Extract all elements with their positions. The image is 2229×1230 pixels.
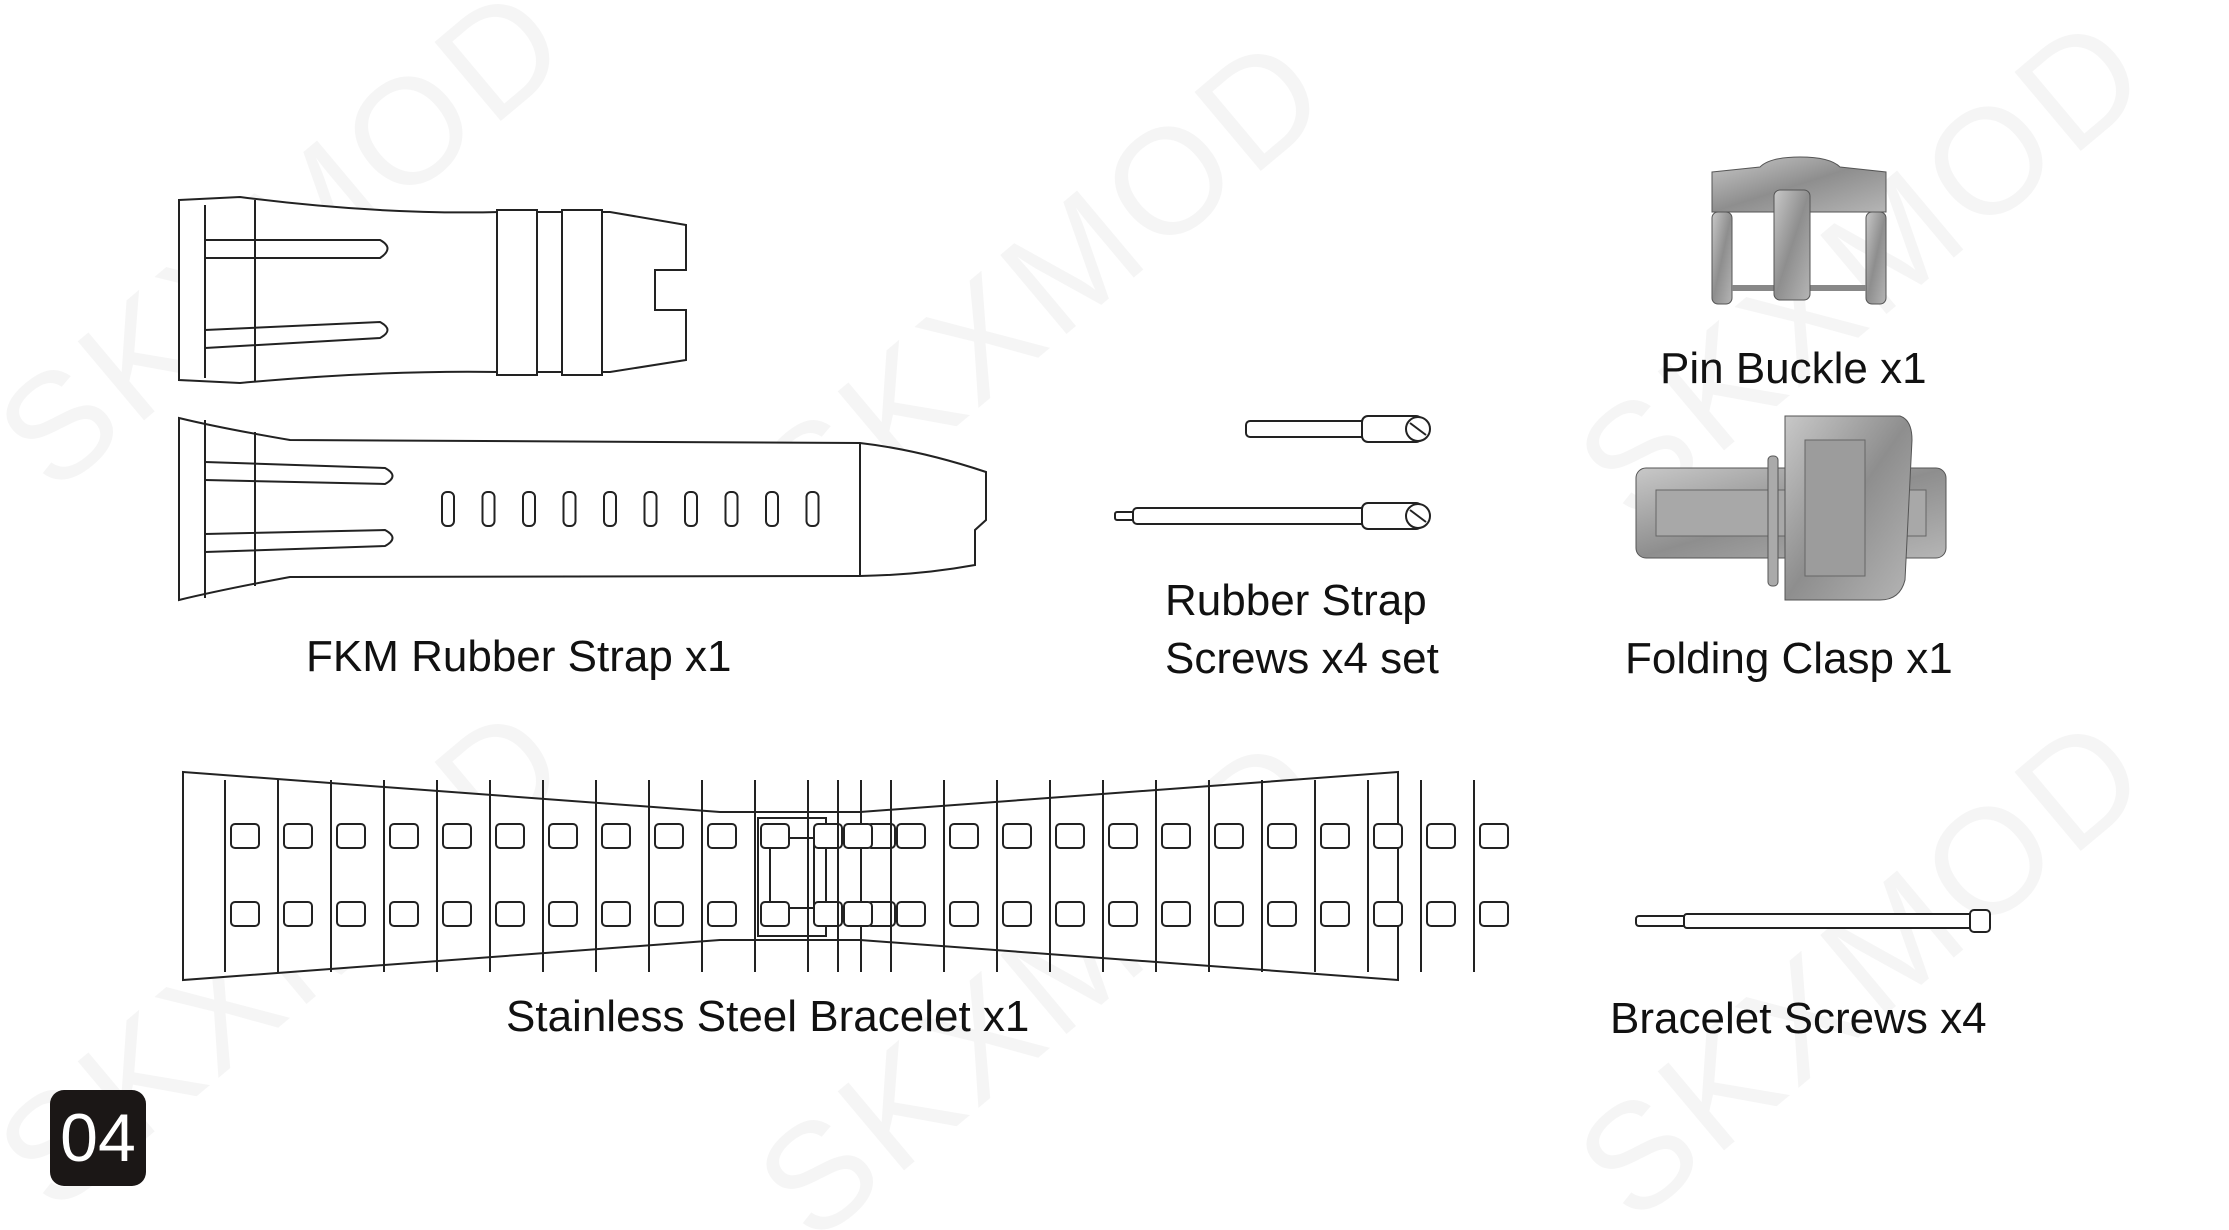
bracelet-label: Stainless Steel Bracelet x1 bbox=[506, 992, 1030, 1041]
pin-buckle-label: Pin Buckle x1 bbox=[1660, 344, 1927, 393]
rubber-strap-short-drawing bbox=[178, 195, 687, 385]
rubber-strap-screw-short-drawing bbox=[1245, 415, 1431, 443]
strap-hole bbox=[724, 491, 739, 527]
bracelet-screw-drawing bbox=[1635, 909, 1991, 933]
bracelet-link-pin bbox=[1002, 901, 1032, 927]
bracelet-link-pin bbox=[843, 901, 873, 927]
strap-hole bbox=[481, 491, 496, 527]
bracelet-link-pin bbox=[283, 823, 313, 849]
bracelet-link-pin bbox=[601, 823, 631, 849]
strap-hole bbox=[765, 491, 779, 527]
bracelet-link-pin bbox=[1161, 823, 1191, 849]
bracelet-links bbox=[224, 780, 1509, 972]
bracelet-link-pin bbox=[230, 823, 260, 849]
bracelet-link-pin bbox=[813, 901, 843, 927]
bracelet-link-pin bbox=[654, 901, 684, 927]
bracelet-link-pin bbox=[843, 823, 873, 849]
bracelet-link-pin bbox=[1161, 901, 1191, 927]
bracelet-link-pin bbox=[949, 823, 979, 849]
bracelet-link-pin bbox=[1214, 901, 1244, 927]
strap-hole bbox=[805, 491, 820, 527]
bracelet-screws-label: Bracelet Screws x4 bbox=[1610, 994, 1987, 1043]
rubber-strap-label: FKM Rubber Strap x1 bbox=[306, 632, 732, 681]
bracelet-link-pin bbox=[1426, 901, 1456, 927]
pin-buckle-image bbox=[1711, 156, 1887, 305]
bracelet-link-pin bbox=[389, 901, 419, 927]
rubber-strap-screw-long-drawing bbox=[1114, 502, 1431, 530]
strap-screws-label-line2: Screws x4 set bbox=[1165, 634, 1439, 683]
bracelet-link-pin bbox=[760, 901, 790, 927]
bracelet-link-pin bbox=[1055, 901, 1085, 927]
bracelet-link-pin bbox=[896, 901, 926, 927]
folding-clasp-image bbox=[1635, 415, 1947, 601]
strap-hole bbox=[684, 491, 698, 527]
strap-hole bbox=[603, 491, 617, 527]
strap-hole bbox=[522, 491, 536, 527]
bracelet-link-pin bbox=[654, 823, 684, 849]
strap-holes bbox=[441, 491, 820, 527]
bracelet-link-pin bbox=[1479, 901, 1509, 927]
bracelet-link-pin bbox=[707, 901, 737, 927]
bracelet-link-pin bbox=[1108, 823, 1138, 849]
bracelet-link-pin bbox=[548, 823, 578, 849]
bracelet-link-pin bbox=[949, 901, 979, 927]
bracelet-link-pin bbox=[1267, 823, 1297, 849]
bracelet-link-pin bbox=[1108, 901, 1138, 927]
bracelet-link-pin bbox=[230, 901, 260, 927]
bracelet-link-pin bbox=[1426, 823, 1456, 849]
bracelet-link-pin bbox=[1320, 901, 1350, 927]
page-number-badge: 04 bbox=[50, 1090, 146, 1186]
folding-clasp-label: Folding Clasp x1 bbox=[1625, 634, 1953, 683]
bracelet-link-pin bbox=[495, 901, 525, 927]
strap-hole bbox=[562, 491, 577, 527]
bracelet-link-pin bbox=[1267, 901, 1297, 927]
bracelet-link-pin bbox=[896, 823, 926, 849]
bracelet-link-pin bbox=[1373, 901, 1403, 927]
strap-hole bbox=[643, 491, 658, 527]
rubber-strap-long-drawing bbox=[178, 416, 987, 602]
bracelet-link-pin bbox=[1373, 823, 1403, 849]
bracelet-link-pin bbox=[283, 901, 313, 927]
bracelet-link-pin bbox=[813, 823, 843, 849]
bracelet-link-pin bbox=[1320, 823, 1350, 849]
bracelet-link-pin bbox=[548, 901, 578, 927]
stainless-steel-bracelet-drawing bbox=[182, 770, 1399, 982]
bracelet-link-pin bbox=[1214, 823, 1244, 849]
bracelet-link-pin bbox=[1055, 823, 1085, 849]
bracelet-link-pin bbox=[336, 901, 366, 927]
strap-screws-label-line1: Rubber Strap bbox=[1165, 576, 1427, 625]
bracelet-link-pin bbox=[1002, 823, 1032, 849]
bracelet-link-pin bbox=[389, 823, 419, 849]
bracelet-link-pin bbox=[442, 901, 472, 927]
bracelet-link-pin bbox=[336, 823, 366, 849]
bracelet-link-pin bbox=[601, 901, 631, 927]
bracelet-link-pin bbox=[1479, 823, 1509, 849]
bracelet-link-pin bbox=[707, 823, 737, 849]
strap-hole bbox=[441, 491, 455, 527]
bracelet-link-pin bbox=[495, 823, 525, 849]
bracelet-link-pin bbox=[442, 823, 472, 849]
bracelet-link-pin bbox=[760, 823, 790, 849]
